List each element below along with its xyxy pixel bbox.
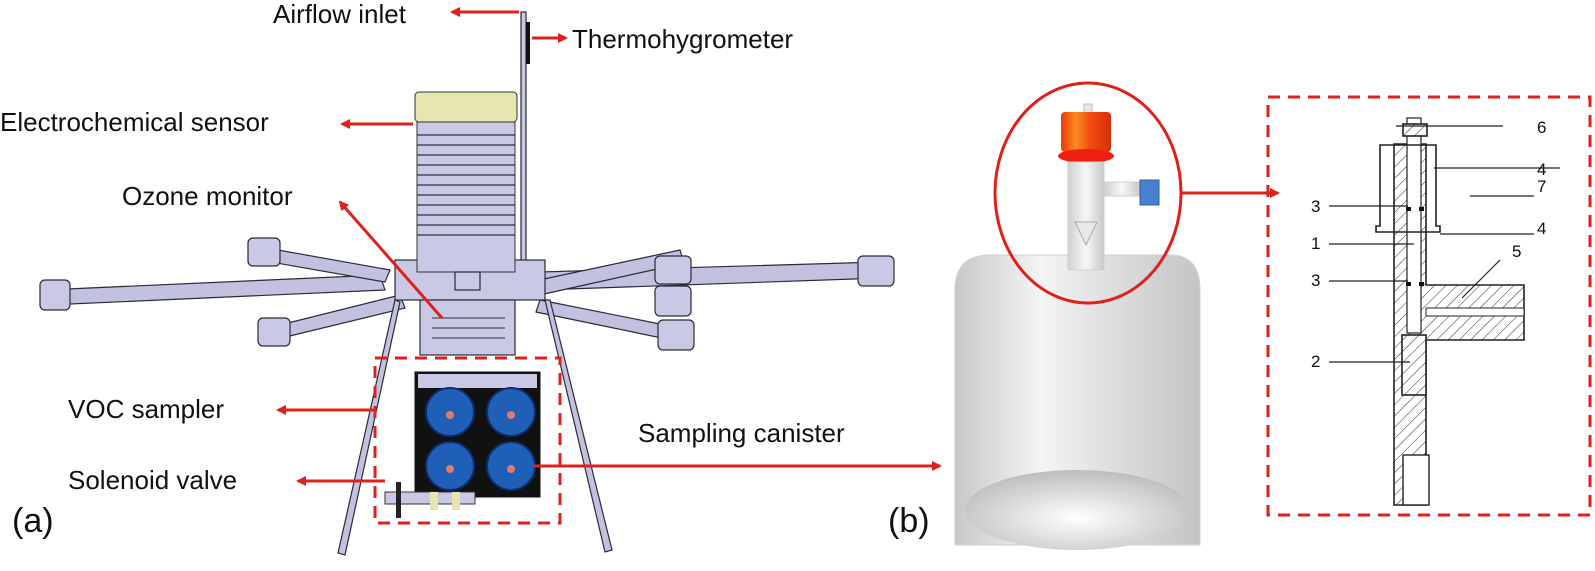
label-voc-sampler: VOC sampler — [68, 394, 224, 424]
canister-body — [954, 254, 1201, 546]
right-leg — [544, 299, 613, 553]
airflow-inlet-pole — [520, 11, 527, 288]
callout-1: 1 — [1311, 234, 1320, 253]
voc-sampler-highlight-box — [373, 356, 562, 525]
label-sampling-canister: Sampling canister — [638, 418, 845, 448]
panel-label-b: (b) — [888, 502, 930, 540]
callout-7: 7 — [1537, 177, 1546, 196]
callout-4-upper: 4 — [1537, 160, 1546, 179]
drone-illustration — [39, 11, 895, 556]
panel-label-a: (a) — [12, 502, 54, 540]
callout-5: 5 — [1512, 242, 1521, 261]
canister — [425, 387, 475, 437]
valve-illustration — [1058, 103, 1160, 271]
callout-3-lower: 3 — [1311, 271, 1320, 290]
label-ozone-monitor: Ozone monitor — [122, 181, 293, 211]
solenoid-valve — [384, 482, 476, 518]
canister-bottom — [965, 470, 1189, 550]
arrow-ozone-monitor — [338, 200, 444, 319]
valve-cross-section — [1266, 95, 1592, 517]
label-solenoid-valve: Solenoid valve — [68, 465, 237, 495]
valve-highlight-circle — [993, 81, 1183, 305]
callout-3-upper: 3 — [1311, 197, 1320, 216]
label-electrochemical-sensor: Electrochemical sensor — [0, 107, 269, 137]
callout-2: 2 — [1311, 352, 1320, 371]
canister-illustration: (b) — [888, 81, 1280, 550]
electrochemical-sensor — [414, 91, 518, 291]
valve-cap — [1061, 112, 1111, 152]
panel-a-annotations: Airflow inlet Thermohygrometer Electroch… — [0, 0, 942, 540]
drone-arms — [39, 237, 895, 351]
thermohygrometer-probe — [526, 22, 530, 64]
callout-6: 6 — [1537, 118, 1546, 137]
side-port-cap — [1139, 179, 1160, 206]
label-airflow-inlet: Airflow inlet — [273, 0, 407, 29]
cross-section-highlight-box — [1266, 95, 1592, 517]
label-thermohygrometer: Thermohygrometer — [572, 24, 793, 54]
canister — [486, 441, 536, 491]
left-leg — [337, 299, 401, 556]
canister — [425, 441, 475, 491]
callout-4-lower: 4 — [1537, 219, 1546, 238]
canister — [486, 387, 536, 437]
canister-array — [425, 387, 536, 491]
cross-section-callouts: 6 4 7 4 5 3 1 3 2 — [1311, 118, 1560, 371]
